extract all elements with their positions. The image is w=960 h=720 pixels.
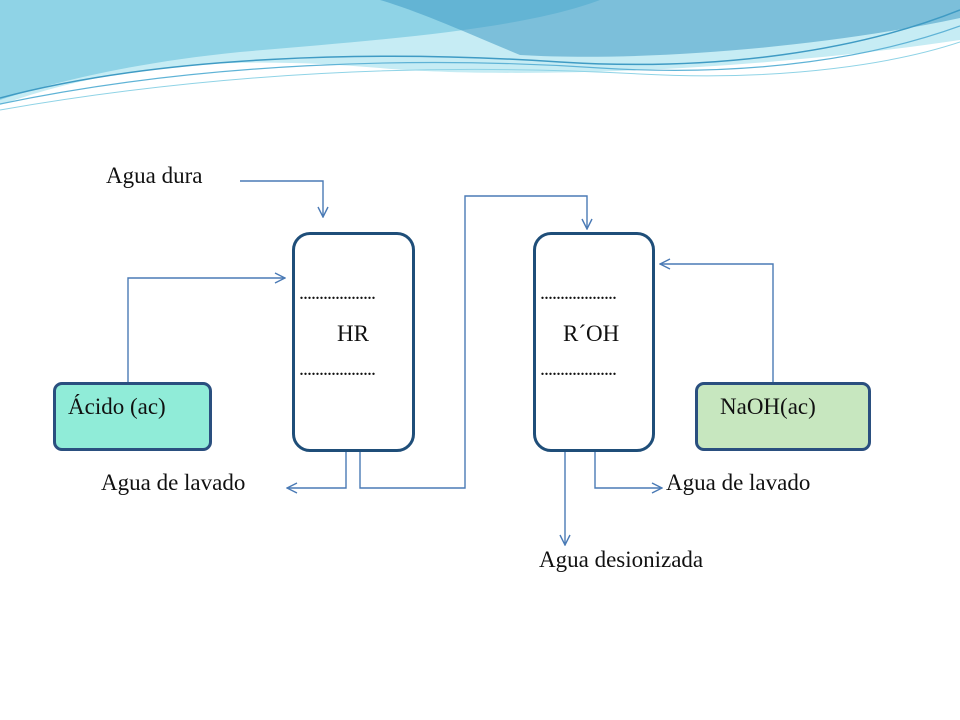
cation-exchange-column: ................... HR .................… [292,232,415,452]
arrow-acid-in [127,278,285,385]
resin-boundary-bottom: ................... [299,358,376,380]
arrow-transfer [359,195,587,489]
anion-exchange-column: ................... R´OH ...............… [533,232,655,452]
resin-boundary-top: ................... [299,282,376,304]
arrow-hard-water-in [240,180,323,217]
wave-line-3 [0,41,960,111]
arrow-wash-left [287,452,347,488]
flow-lines [127,180,774,545]
wave-line-1 [0,9,960,99]
wave-line-2 [0,25,960,105]
arrow-wash-right [594,452,662,488]
base-label: NaOH(ac) [720,394,816,419]
cation-resin-label: HR [337,321,369,346]
header-wave-decoration [0,0,960,111]
anion-resin-label: R´OH [563,321,620,346]
acid-label: Ácido (ac) [68,394,166,419]
acid-reagent-box: Ácido (ac) [53,382,212,451]
arrow-base-in [660,264,774,385]
wash-water-right-label: Agua de lavado [666,470,811,495]
wash-water-left-label: Agua de lavado [101,470,246,495]
resin-boundary-top: ................... [540,282,617,304]
deionized-water-label: Agua desionizada [539,547,704,572]
wave-band-dark [380,0,960,57]
hard-water-label: Agua dura [106,163,203,188]
resin-boundary-bottom: ................... [540,358,617,380]
base-reagent-box: NaOH(ac) [695,382,871,451]
